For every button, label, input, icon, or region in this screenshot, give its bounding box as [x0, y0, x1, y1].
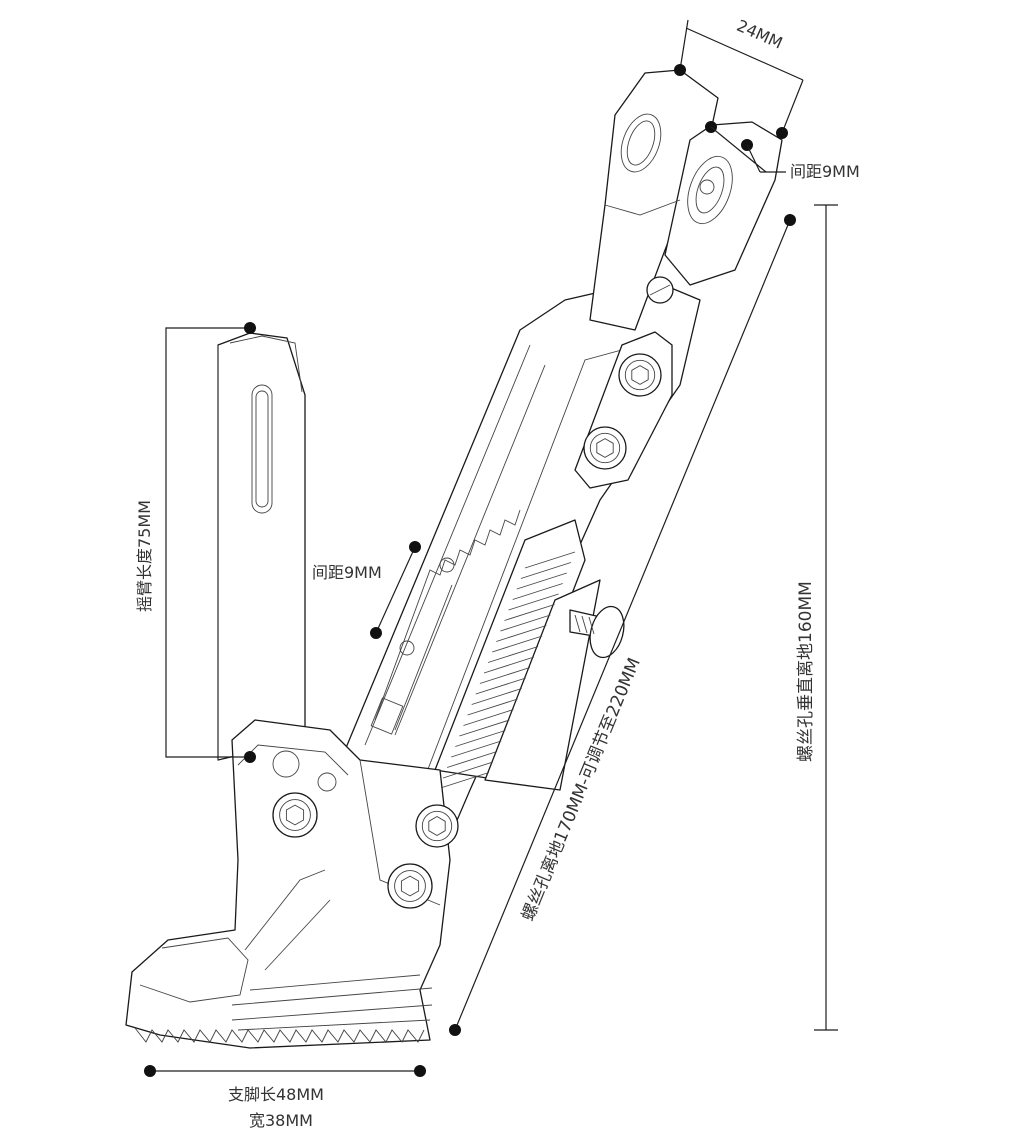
hex-bolt-icon	[618, 353, 662, 397]
foot-base	[125, 719, 451, 1049]
dim-foot: 支脚长48MM 宽38MM	[144, 1065, 426, 1130]
hex-bolt-icon	[583, 426, 627, 470]
hex-bolt-icon	[272, 792, 318, 838]
foot-length-label: 支脚长48MM	[228, 1085, 324, 1104]
dim-hole-height: 螺丝孔垂直离地160MM	[796, 204, 838, 1031]
top-mount-bracket	[589, 69, 783, 331]
top-width-label: 24MM	[734, 16, 786, 53]
hex-bolt-icon	[387, 863, 433, 909]
foot-width-label: 宽38MM	[249, 1111, 313, 1130]
hole-height-label: 螺丝孔垂直离地160MM	[796, 581, 816, 762]
rocker-arm-plate	[217, 332, 306, 761]
arm-length-label: 摇臂长度75MM	[135, 500, 154, 612]
dim-top-gap: 间距9MM	[705, 121, 860, 181]
mid-gap-label: 间距9MM	[312, 563, 382, 582]
dim-mid-gap: 间距9MM	[312, 541, 421, 639]
adjustment-screw	[569, 605, 625, 659]
hex-bolt-icon	[415, 804, 459, 848]
top-gap-label: 间距9MM	[790, 162, 860, 181]
dim-arm-length: 摇臂长度75MM	[135, 322, 256, 763]
